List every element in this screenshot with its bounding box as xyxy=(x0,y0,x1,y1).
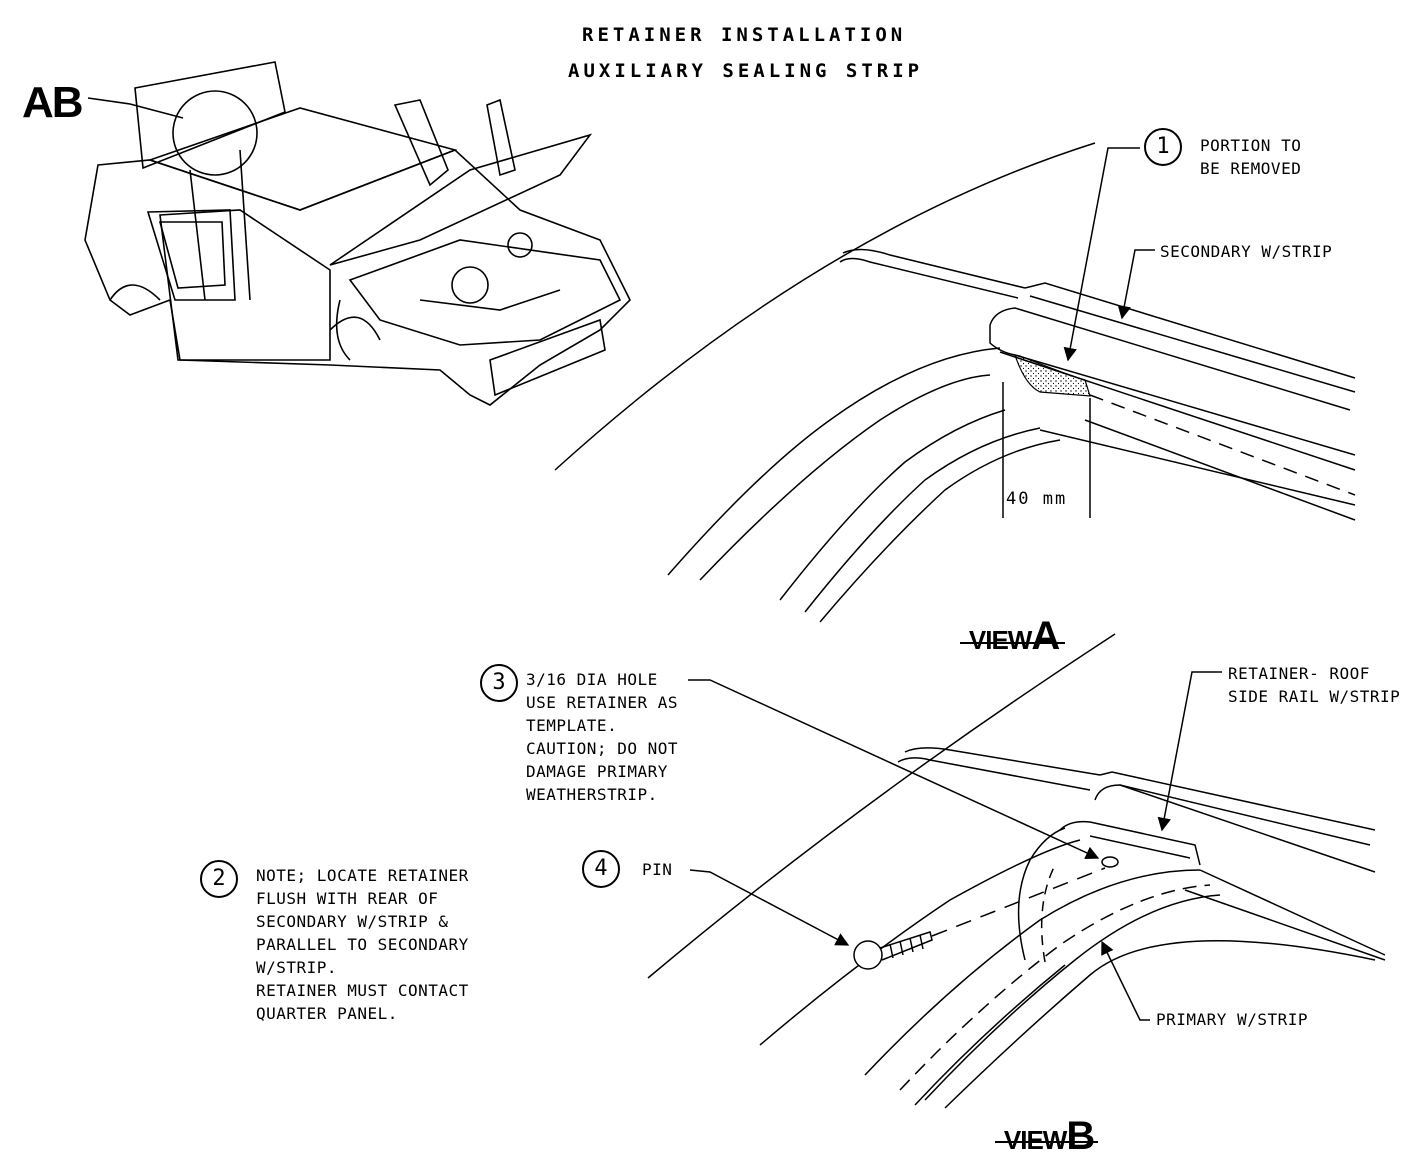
callout-1-text: PORTION TO BE REMOVED xyxy=(1200,136,1302,178)
view-b-illustration xyxy=(647,633,1386,1109)
primary-wstrip-label: PRIMARY W/STRIP xyxy=(1156,1010,1308,1029)
callout-4-number: 4 xyxy=(582,850,620,888)
callout-2-text: NOTE; LOCATE RETAINER FLUSH WITH REAR OF… xyxy=(256,866,469,1023)
view-b-letter: B xyxy=(1066,1114,1096,1158)
view-a-word: VIEW xyxy=(968,625,1032,655)
title-line-1: RETAINER INSTALLATION xyxy=(582,24,907,46)
callout-3-text: 3/16 DIA HOLE USE RETAINER AS TEMPLATE. … xyxy=(526,670,678,804)
callout-3-number: 3 xyxy=(480,664,518,702)
callout-4-text: PIN xyxy=(642,860,673,879)
view-b-caption: VIEWB xyxy=(995,1096,1095,1159)
dimension-label: 40 mm xyxy=(1006,489,1068,509)
view-b-word: VIEW xyxy=(1003,1125,1067,1155)
callout-2-number: 2 xyxy=(200,860,238,898)
view-a-letter: A xyxy=(1031,614,1061,658)
view-a-caption: VIEWA xyxy=(960,596,1060,659)
secondary-wstrip-label: SECONDARY W/STRIP xyxy=(1160,242,1333,261)
view-a-illustration xyxy=(554,142,1356,623)
car-overview-illustration xyxy=(84,61,631,406)
detail-reference-label: AB xyxy=(22,78,84,127)
callout-1-number: 1 xyxy=(1144,128,1182,166)
retainer-wstrip-label: RETAINER- ROOF SIDE RAIL W/STRIP xyxy=(1228,664,1401,706)
removed-portion-shading xyxy=(1014,354,1091,397)
title-line-2: AUXILIARY SEALING STRIP xyxy=(568,60,924,82)
